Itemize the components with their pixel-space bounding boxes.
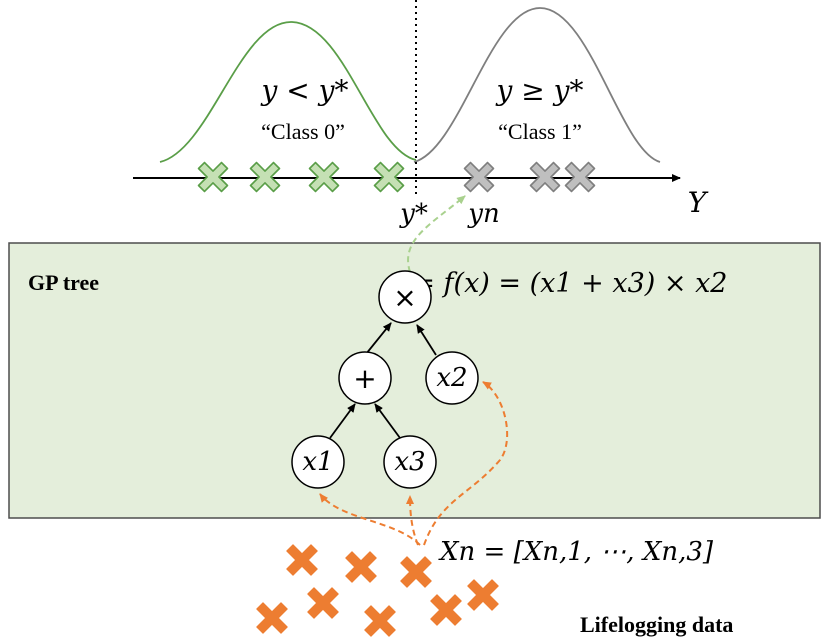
edge-x3-plus xyxy=(374,403,401,439)
data-marker xyxy=(307,587,339,619)
class1-condition-label: y ≥ y* xyxy=(495,74,584,107)
class0-condition-label: y < y* xyxy=(260,74,349,107)
output-arrow xyxy=(407,195,466,273)
gp-tree-panel: GP tree y = f(x) = (x1 + x3) × x2 × + x2… xyxy=(8,195,821,519)
data-marker xyxy=(467,579,499,611)
input-arrow-x1 xyxy=(319,493,421,546)
edge-x1-plus xyxy=(329,403,356,439)
node-plus-label: + xyxy=(353,362,376,395)
input-vector-label: Xn = [Xn,1, ⋯, Xn,3] xyxy=(438,537,714,567)
input-arrow-x3 xyxy=(406,495,419,546)
data-marker xyxy=(345,551,377,583)
class1-name-label: “Class 1” xyxy=(498,119,582,144)
axis-label: Y xyxy=(688,186,709,219)
data-marker xyxy=(400,556,432,588)
gp-tree-equation: y = f(x) = (x1 + x3) × x2 xyxy=(388,268,728,299)
data-marker xyxy=(256,602,288,634)
input-arrow-x2 xyxy=(423,381,509,546)
node-x2-label: x2 xyxy=(436,363,467,393)
tree-edges xyxy=(329,322,437,439)
node-x3-label: x3 xyxy=(394,447,425,477)
data-marker xyxy=(364,605,396,637)
edge-x2-root xyxy=(416,324,437,356)
lifelogging-data-title: Lifelogging data xyxy=(580,612,733,637)
input-arrows xyxy=(319,381,509,546)
node-root-label: × xyxy=(393,281,416,314)
class-distribution-panel: y < y* “Class 0” y ≥ y* “Class 1” y* yn … xyxy=(133,0,709,229)
lifelogging-data-panel: Xn = [Xn,1, ⋯, Xn,3] Lifelogging data xyxy=(256,381,733,637)
node-x1-label: x1 xyxy=(302,447,333,477)
gp-tree-title: GP tree xyxy=(28,270,99,295)
tree-node-x1: x1 xyxy=(291,435,345,489)
threshold-label: y* xyxy=(399,199,428,229)
sample-label: yn xyxy=(467,199,499,229)
edge-plus-root xyxy=(365,322,392,355)
tree-node-x2: x2 xyxy=(425,351,479,405)
class0-name-label: “Class 0” xyxy=(261,119,345,144)
tree-node-plus: + xyxy=(338,351,392,405)
data-marker xyxy=(430,594,462,626)
tree-node-root: × xyxy=(378,270,432,324)
class0-distribution-curve xyxy=(159,21,417,163)
tree-node-x3: x3 xyxy=(383,435,437,489)
class1-distribution-curve xyxy=(413,7,661,163)
data-marker xyxy=(286,544,318,576)
